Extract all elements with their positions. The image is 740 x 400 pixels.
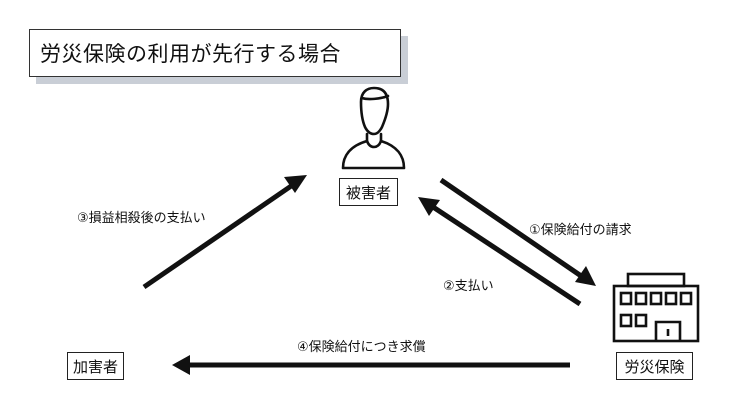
arrow-payment — [418, 197, 582, 307]
edge-label-subrogation: ④保険給付につき求償 — [297, 340, 426, 355]
edge-label-offset-payment: ③損益相殺後の支払い — [77, 211, 206, 226]
insurance-node-label: 労災保険 — [616, 352, 693, 380]
office-building-icon — [612, 272, 700, 343]
person-icon — [341, 86, 406, 170]
arrow-subrogation — [172, 355, 570, 375]
perpetrator-node-label: 加害者 — [67, 352, 124, 380]
edge-label-claim: ①保険給付の請求 — [529, 223, 632, 238]
diagram-title: 労災保険の利用が先行する場合 — [29, 29, 401, 77]
arrow-offset-payment — [142, 175, 307, 290]
arrow-claim — [439, 177, 596, 286]
victim-node-label: 被害者 — [339, 178, 398, 206]
edge-label-payment: ②支払い — [443, 279, 494, 294]
